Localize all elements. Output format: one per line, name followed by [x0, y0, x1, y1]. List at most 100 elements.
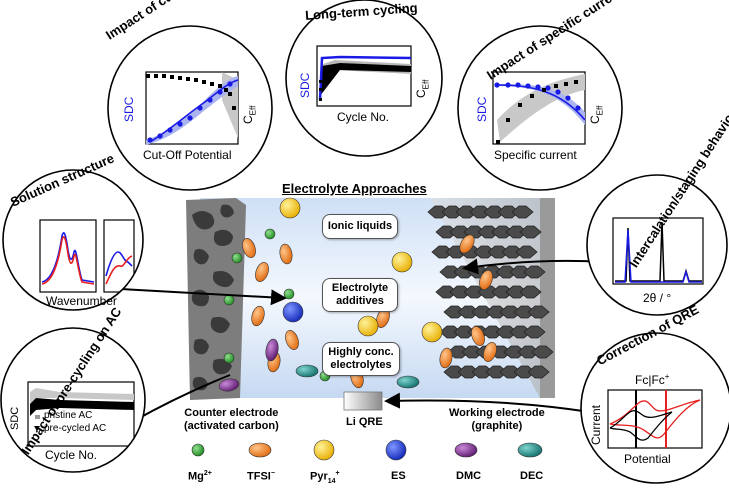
cutoff-black-point — [218, 84, 222, 88]
plot-precycling — [27, 381, 135, 447]
specific-black-point — [496, 140, 500, 144]
mg-ion — [223, 352, 235, 364]
longterm-xlabel: Cycle No. — [337, 110, 390, 124]
specific-xlabel: Specific current — [494, 148, 577, 162]
tfsi-ion — [251, 305, 265, 327]
cutoff-blue-point — [147, 137, 153, 143]
legend-dec: DEC — [520, 470, 544, 482]
circle-solution — [2, 169, 144, 311]
circle-cutoff — [107, 25, 273, 191]
precycling-xlabel: Cycle No. — [45, 448, 98, 462]
plot-specific — [492, 71, 586, 145]
plot-qre — [607, 389, 703, 449]
mg-ion — [264, 228, 276, 240]
specific-black-point — [564, 82, 568, 86]
graphite-hex — [531, 345, 554, 359]
specific-blue-point — [565, 95, 571, 101]
pyr-ion — [279, 197, 301, 219]
cutoff-black-point — [224, 88, 228, 92]
cell-molecules — [218, 197, 497, 392]
legend-dec-symbol — [517, 442, 543, 458]
tfsi-ion — [255, 262, 269, 282]
specific-black-point — [542, 88, 546, 92]
cutoff-black-point — [178, 76, 182, 80]
graphite-hex — [523, 325, 546, 339]
cutoff-black-point — [154, 74, 158, 78]
legend-es: ES — [391, 470, 406, 482]
legend-mg: Mg2+ — [188, 470, 212, 483]
arrow-qre — [384, 392, 591, 413]
cutoff-black-point — [162, 74, 166, 78]
specific-blue-point — [575, 105, 581, 111]
specific-ylabel: SDC — [475, 96, 489, 122]
circle-intercalation — [586, 174, 728, 316]
cutoff-blue-point — [187, 115, 193, 121]
legend-pyr: Pyr14+ — [310, 470, 340, 485]
dec-molecule — [295, 364, 319, 378]
pyr-ion — [421, 321, 443, 343]
cutoff-black-point — [210, 82, 214, 86]
label-working-electrode: Working electrode(graphite) — [449, 407, 545, 432]
graphite-hex — [511, 205, 534, 219]
graphite-hex — [527, 305, 550, 319]
plot-cutoff — [145, 71, 239, 145]
tfsi-ion — [471, 326, 485, 346]
intercalation-xlabel: 2θ / ° — [643, 291, 672, 305]
mg-ion — [283, 288, 295, 300]
cutoff-blue-point — [207, 97, 213, 103]
cutoff-blue-point — [197, 105, 203, 111]
box-highly-conc: Highly conc.electrolytes — [322, 342, 400, 376]
cutoff-black-point — [170, 75, 174, 79]
cutoff-black-point — [194, 78, 198, 82]
cutoff-black-point — [232, 106, 236, 110]
cutoff-black-point — [228, 92, 232, 96]
specific-black-point — [574, 80, 578, 84]
tfsi-ion — [479, 270, 493, 290]
box-ionic-liquids: Ionic liquids — [322, 214, 398, 239]
specific-y2label: CEff — [588, 105, 605, 124]
legend-dmc: DMC — [456, 470, 482, 482]
cutoff-y2label: CEff — [241, 105, 258, 124]
cutoff-blue-point — [157, 133, 163, 139]
precycling-ylabel: SDC — [9, 406, 21, 430]
specific-blue-point — [545, 85, 551, 91]
plot-solution — [39, 219, 135, 293]
graphite-hex — [515, 245, 538, 259]
legend-symbols — [191, 439, 543, 461]
label-counter-electrode: Counter electrode(activated carbon) — [184, 407, 279, 432]
tfsi-ion — [439, 347, 453, 369]
tfsi-ion — [285, 330, 299, 350]
legend-pristine-marker — [35, 415, 40, 419]
cutoff-blue-point — [227, 81, 233, 87]
graphite-hex — [519, 225, 542, 239]
pyr-ion — [391, 251, 413, 273]
specific-black-point — [506, 118, 510, 122]
dmc-molecule — [265, 338, 279, 362]
tfsi-ion — [279, 243, 293, 265]
cutoff-black-point — [146, 74, 150, 78]
cutoff-black-point — [186, 77, 190, 81]
legend-tfsi-symbol — [248, 442, 272, 458]
es-molecule — [282, 301, 304, 323]
li-qre — [343, 391, 383, 411]
specific-blue-point — [525, 83, 531, 89]
legend-tfsi: TFSI− — [247, 470, 275, 483]
pyr-ion — [357, 315, 379, 337]
graphite-hex — [523, 265, 546, 279]
cutoff-black-point — [202, 80, 206, 84]
circle-longterm — [285, 0, 443, 157]
legend-precycled-marker — [34, 426, 40, 431]
longterm-ylabel: SDC — [298, 72, 312, 98]
specific-black-point — [530, 94, 534, 98]
precycling-legend-precycled: pre-cycled AC — [44, 423, 107, 434]
counter-electrode-pores — [191, 204, 234, 391]
mg-ion — [231, 252, 243, 264]
cutoff-xlabel: Cut-Off Potential — [143, 148, 232, 162]
specific-blue-point — [535, 84, 541, 90]
cutoff-blue-point — [217, 89, 223, 95]
specific-black-point — [518, 103, 522, 107]
solution-xlabel: Wavenumber — [46, 294, 117, 308]
precycling-legend-pristine: pristine AC — [44, 410, 93, 421]
